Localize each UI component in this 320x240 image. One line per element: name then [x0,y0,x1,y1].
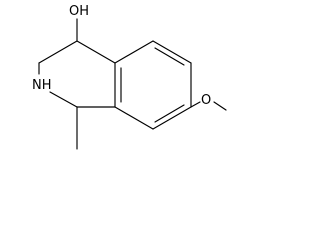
bond-c4-c3 [38,40,78,64]
bond-c4a-c4 [76,40,116,64]
bond-o-methyl [213,101,227,111]
structure-diagram: OH NH O [32,4,227,150]
bond-c8-c8a [114,106,154,130]
hydroxyl-label: OH [69,4,89,19]
bond-c4a-c5 [114,40,154,64]
methoxy-oxygen-label: O [201,93,211,108]
saturated-ring [38,40,116,108]
double-bond-c7-c8-inner [154,104,185,123]
bond-c7-o [190,101,201,108]
bond-c5-c6 [152,40,192,64]
bond-c7-c8 [152,106,192,130]
double-bond-c5-c6-inner [154,47,185,66]
benzene-ring [114,40,192,130]
bond-n2-c1 [49,91,78,108]
amine-label: NH [32,78,52,93]
substituents [76,18,227,150]
